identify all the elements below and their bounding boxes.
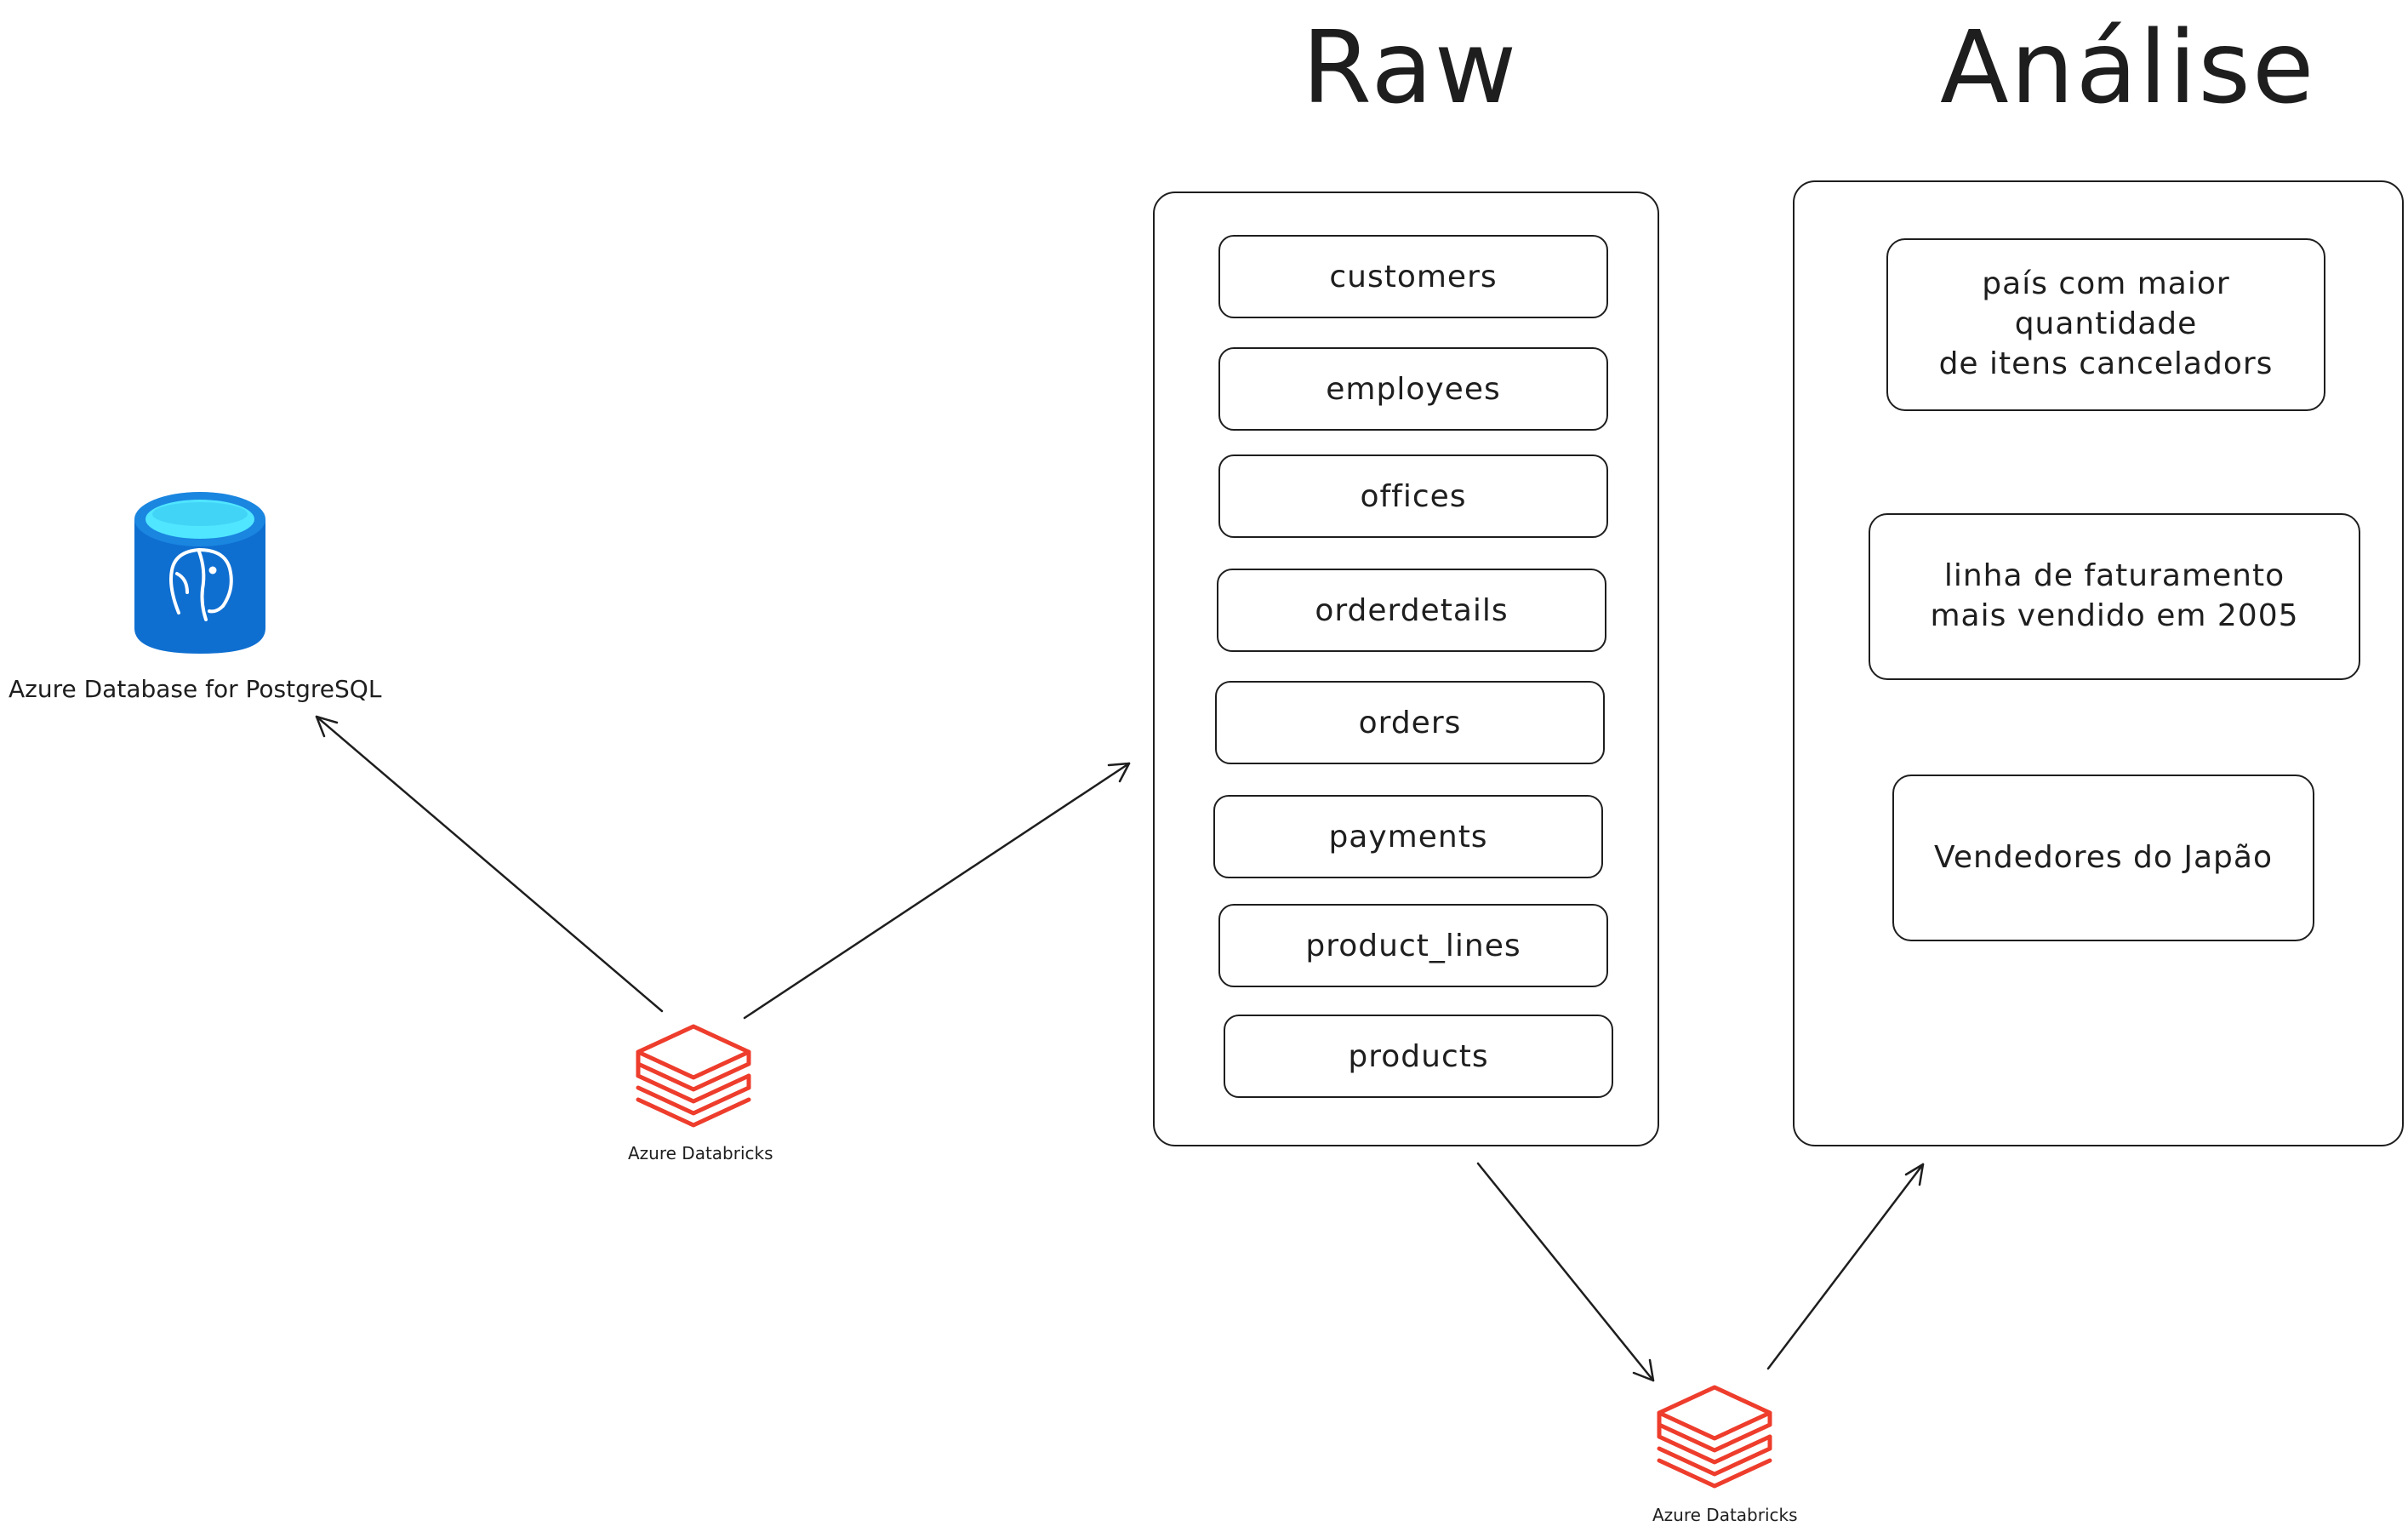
raw-table-orderdetails[interactable]: orderdetails: [1217, 569, 1606, 652]
analysis-title: Análise: [1940, 9, 2316, 126]
arrow-head: [315, 715, 339, 738]
raw-table-orders[interactable]: orders: [1215, 681, 1605, 764]
analysis-item-text: linha de faturamento mais vendido em 200…: [1930, 558, 2299, 633]
raw-table-employees[interactable]: employees: [1218, 347, 1608, 431]
arrow-databricks-to-analysis: [1766, 1163, 1925, 1370]
analysis-item-cancelled-items-country[interactable]: país com maior quantidade de itens cance…: [1886, 238, 2325, 411]
analysis-panel: [1793, 180, 2404, 1146]
arrow-databricks-to-raw: [743, 762, 1131, 1020]
raw-title: Raw: [1302, 9, 1519, 126]
raw-panel: [1153, 192, 1659, 1146]
databricks-icon: [1651, 1381, 1778, 1491]
arrow-head: [1107, 762, 1131, 783]
arrow-head: [1632, 1358, 1655, 1382]
postgresql-database-icon: [128, 485, 272, 655]
arrow-head: [1904, 1163, 1925, 1186]
analysis-item-text: país com maior quantidade de itens cance…: [1938, 266, 2274, 381]
analysis-item-text: Vendedores do Japão: [1934, 839, 2273, 875]
databricks-icon: [630, 1020, 757, 1130]
databricks-transform-label: Azure Databricks: [1652, 1505, 1798, 1525]
postgresql-label: Azure Database for PostgreSQL: [9, 675, 382, 703]
raw-table-payments[interactable]: payments: [1213, 795, 1603, 878]
arrow-databricks-to-postgres: [315, 715, 664, 1013]
arrow-raw-to-databricks: [1476, 1162, 1655, 1382]
raw-table-offices[interactable]: offices: [1218, 454, 1608, 538]
raw-table-product-lines[interactable]: product_lines: [1218, 904, 1608, 987]
raw-table-customers[interactable]: customers: [1218, 235, 1608, 318]
analysis-item-top-product-line-2005[interactable]: linha de faturamento mais vendido em 200…: [1869, 513, 2360, 680]
raw-table-products[interactable]: products: [1224, 1015, 1613, 1098]
databricks-ingest-label: Azure Databricks: [628, 1143, 773, 1163]
analysis-item-japan-sellers[interactable]: Vendedores do Japão: [1892, 775, 2314, 941]
